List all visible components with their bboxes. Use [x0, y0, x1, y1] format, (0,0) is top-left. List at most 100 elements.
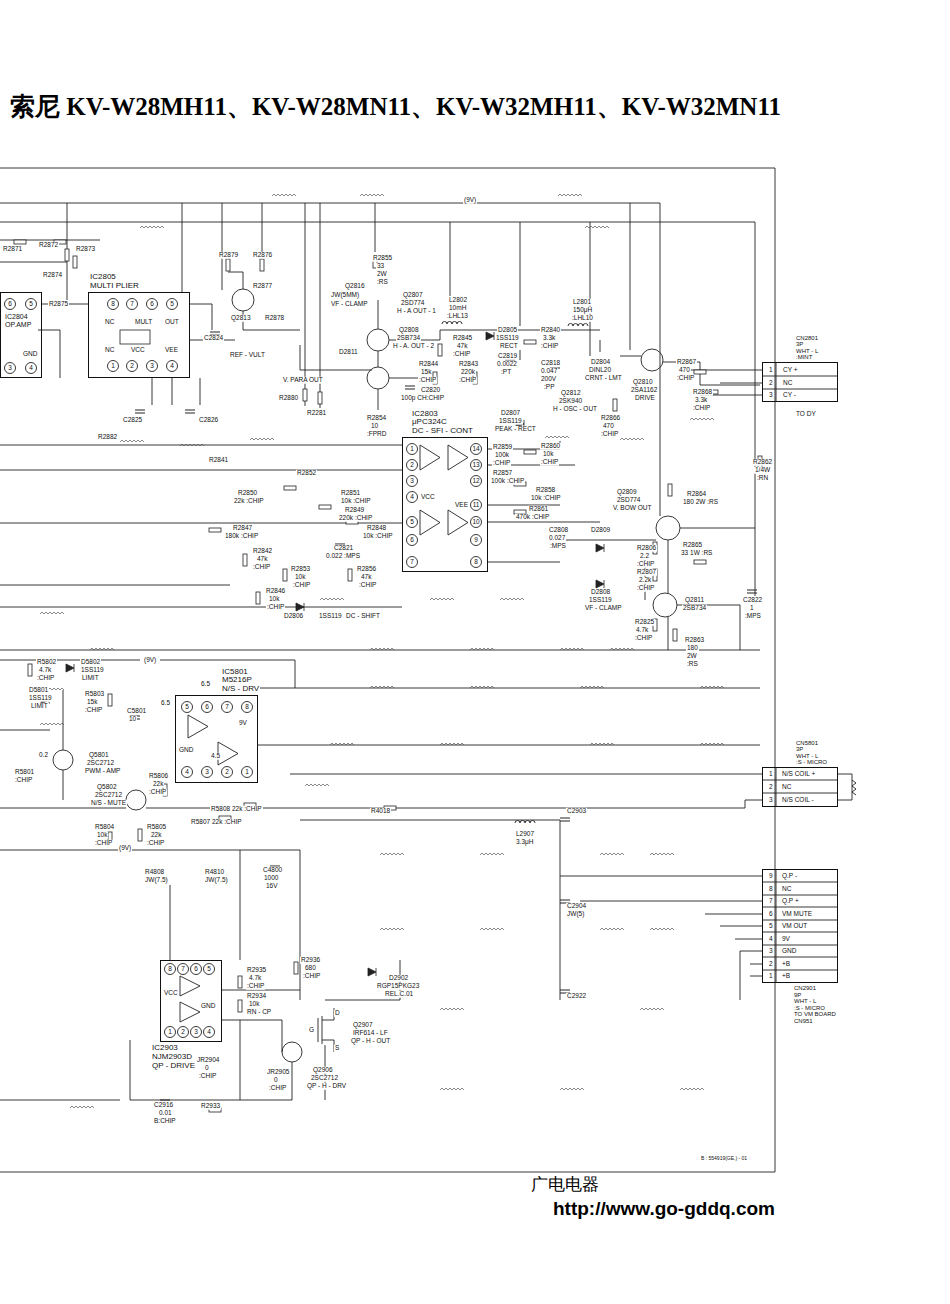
pin-number: 12: [472, 478, 479, 485]
hatch-mark: [560, 1088, 584, 1090]
part-label: 5: [768, 923, 774, 930]
resistor-symbol: [524, 450, 536, 454]
node-heading: CN29019PWHT - L:S - MICROTO VM BOARDCN95…: [793, 985, 837, 1025]
wire: [300, 345, 372, 370]
part-label: R2862: [752, 459, 773, 466]
part-label: R5802: [36, 659, 57, 666]
part-label: NC: [781, 886, 792, 893]
part-label: 2SC2712: [310, 1075, 339, 1082]
part-label: 2: [768, 784, 774, 791]
wire: [600, 340, 601, 352]
resistor-symbol: [284, 486, 296, 490]
pin-circle: [167, 299, 178, 310]
part-label: 220k: [460, 369, 476, 376]
wire: [258, 688, 760, 689]
part-label: R2852: [296, 470, 317, 477]
pin-circle: [242, 767, 253, 778]
part-label: H - A OUT - 1: [396, 308, 437, 315]
part-label: 4: [768, 936, 774, 943]
pin-number: 13: [472, 462, 479, 469]
pin-circle: [182, 767, 193, 778]
part-label: H - A. OUT - 2: [392, 343, 435, 350]
part-label: :CHIP: [634, 635, 653, 642]
part-label: 16V: [265, 883, 279, 890]
resistor-symbol: [209, 528, 221, 532]
part-label: D2805: [497, 327, 518, 334]
part-label: JR2904: [196, 1057, 220, 1064]
part-label: R2935: [246, 967, 267, 974]
part-label: :CHIP: [146, 840, 165, 847]
hatch-mark: [610, 648, 634, 650]
part-label: VF - CLAMP: [584, 605, 622, 612]
part-label: 10: [128, 716, 137, 723]
part-label: 0.0022: [496, 361, 518, 368]
part-label: RN - CP: [246, 1009, 272, 1016]
part-label: R2873: [75, 246, 96, 253]
resistor-symbol: [14, 240, 26, 244]
wire: [0, 850, 300, 851]
part-label: 10: [370, 423, 379, 430]
part-label: 6.5: [200, 681, 211, 688]
node-heading: IC2805MULTI PLIER: [89, 273, 140, 291]
resistor-symbol: [238, 1000, 242, 1012]
wire: [762, 920, 838, 921]
transistor-symbol: [232, 289, 254, 311]
part-label: NC: [104, 347, 115, 354]
part-label: R4808: [144, 869, 165, 876]
wire: [378, 351, 379, 367]
resistor-symbol: [243, 554, 247, 566]
part-label: :CHIP: [636, 585, 655, 592]
pin-circle: [407, 517, 418, 528]
part-label: JW(7.5): [204, 877, 229, 884]
part-label: D5801: [28, 687, 49, 694]
node-text: TO VM BOARD: [793, 1011, 837, 1018]
resistor-symbol: [226, 259, 230, 271]
part-label: DRIVE: [634, 395, 656, 402]
part-label: (9V): [118, 845, 132, 852]
part-label: VCC: [420, 494, 436, 501]
opamp-symbol: [180, 1002, 200, 1022]
part-label: :CHIP: [540, 459, 559, 466]
hatch-mark: [272, 194, 296, 196]
pin-circle: [407, 492, 418, 503]
part-label: R2858: [535, 487, 556, 494]
diode-symbol: [486, 332, 494, 340]
pin-number: 8: [168, 966, 172, 973]
pin-number: 6: [205, 704, 209, 711]
pin-circle: [471, 444, 482, 455]
pin-number: 5: [185, 704, 189, 711]
part-label: 2: [768, 380, 774, 387]
hatch-mark: [440, 1088, 464, 1090]
wire: [488, 505, 560, 506]
part-label: NC: [104, 319, 115, 326]
resistor-symbol: [294, 962, 298, 974]
capacitor-symbol: [135, 410, 145, 413]
pin-circle: [191, 1027, 202, 1038]
part-label: 3: [768, 948, 774, 955]
part-label: Q2810: [632, 379, 654, 386]
node-text: NJM2903D: [151, 1053, 193, 1062]
node-text: :MINT: [795, 354, 813, 361]
node-text: :S - MICRO: [795, 759, 828, 766]
wire: [520, 222, 521, 326]
inductor-symbol: [515, 821, 535, 824]
part-label: 9V: [238, 720, 248, 727]
part-label: D2806: [283, 613, 304, 620]
part-label: (9V): [143, 657, 157, 664]
pin-number: 5: [207, 966, 211, 973]
pin-circle: [165, 1027, 176, 1038]
pin-number: 10: [472, 519, 479, 526]
wire: [677, 605, 740, 650]
part-label: 0.022 :MPS: [325, 553, 361, 560]
hatch-mark: [180, 444, 204, 446]
resistor-symbol: [673, 629, 677, 641]
ic-box: IC2805MULTI PLIER: [88, 292, 190, 378]
part-label: L2802: [448, 297, 468, 304]
pin-number: 1: [168, 1029, 172, 1036]
resistor-symbol: [694, 560, 706, 564]
wire: [228, 272, 243, 289]
part-label: 1SS119: [318, 613, 343, 620]
part-label: 1SS119: [28, 695, 53, 702]
pin-circle: [178, 964, 189, 975]
